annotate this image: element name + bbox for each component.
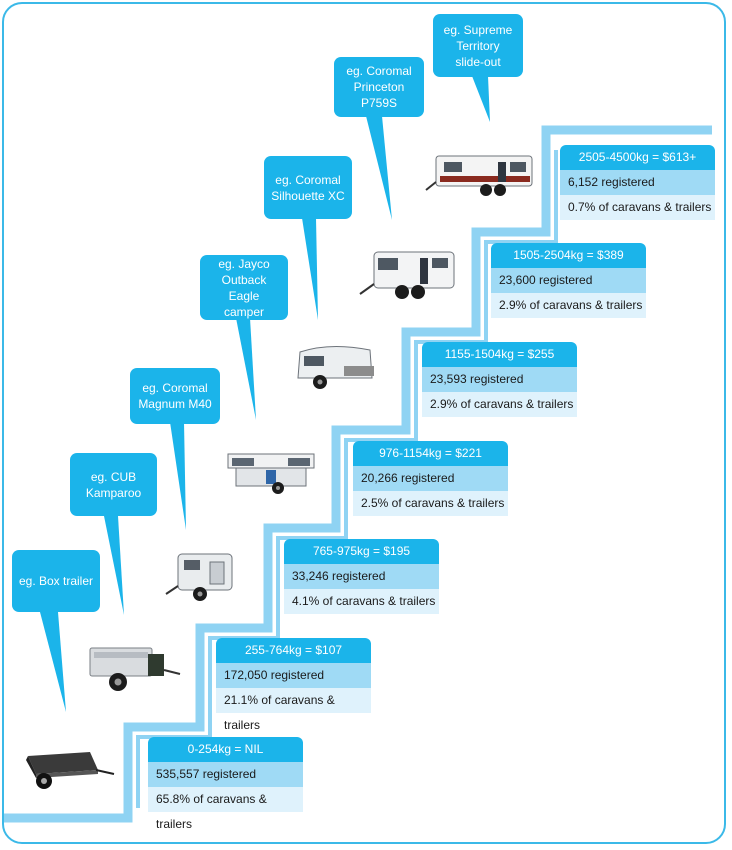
tier-registered: 20,266 registered <box>353 466 508 491</box>
bubble-tail <box>104 516 124 615</box>
bubble-tail <box>302 218 318 320</box>
tier-box-2505-4500kg: 2505-4500kg = $613+ 6,152 registered 0.7… <box>560 145 715 220</box>
tier-header: 1505-2504kg = $389 <box>491 243 646 268</box>
tier-box-976-1154kg: 976-1154kg = $221 20,266 registered 2.5%… <box>353 441 508 516</box>
tier-header: 0-254kg = NIL <box>148 737 303 762</box>
tier-percent: 0.7% of caravans & trailers <box>560 195 715 220</box>
tier-registered: 23,600 registered <box>491 268 646 293</box>
tier-percent: 2.5% of caravans & trailers <box>353 491 508 516</box>
bubble-tail <box>472 76 490 122</box>
popup-camper-icon <box>227 453 315 494</box>
example-label: eg. CUB Kamparoo <box>85 469 142 500</box>
example-bubble-cub-kamparoo: eg. CUB Kamparoo <box>70 453 157 516</box>
example-bubble-coromal-magnum: eg. Coromal Magnum M40 <box>130 368 220 424</box>
tier-box-255-764kg: 255-764kg = $107 172,050 registered 21.1… <box>216 638 371 732</box>
tier-header: 765-975kg = $195 <box>284 539 439 564</box>
bubble-tail <box>40 612 66 712</box>
tier-box-0-254kg: 0-254kg = NIL 535,557 registered 65.8% o… <box>148 737 303 831</box>
tier-box-765-975kg: 765-975kg = $195 33,246 registered 4.1% … <box>284 539 439 614</box>
bubble-tail <box>170 422 186 530</box>
touring-caravan-icon <box>359 251 455 299</box>
tier-header: 2505-4500kg = $613+ <box>560 145 715 170</box>
tier-header: 976-1154kg = $221 <box>353 441 508 466</box>
example-bubble-coromal-silhouette: eg. Coromal Silhouette XC <box>264 156 352 219</box>
tier-percent: 21.1% of caravans & trailers <box>216 688 371 732</box>
tier-registered: 535,557 registered <box>148 762 303 787</box>
tier-percent: 4.1% of caravans & trailers <box>284 589 439 614</box>
tier-header: 255-764kg = $107 <box>216 638 371 663</box>
tier-box-1155-1504kg: 1155-1504kg = $255 23,593 registered 2.9… <box>422 342 577 417</box>
tier-registered: 23,593 registered <box>422 367 577 392</box>
diagram-frame <box>2 2 726 844</box>
camper-trailer-icon <box>89 647 181 691</box>
stair-inner-line <box>136 150 558 808</box>
example-bubble-supreme-territory: eg. Supreme Territory slide-out <box>433 14 523 77</box>
example-label: eg. Coromal Princeton P759S <box>346 64 412 110</box>
bubble-tail <box>236 318 256 420</box>
tier-registered: 6,152 registered <box>560 170 715 195</box>
tier-registered: 33,246 registered <box>284 564 439 589</box>
tier-registered: 172,050 registered <box>216 663 371 688</box>
example-label: eg. Coromal Silhouette XC <box>271 172 345 203</box>
tier-box-1505-2504kg: 1505-2504kg = $389 23,600 registered 2.9… <box>491 243 646 318</box>
bubble-tail <box>366 116 392 220</box>
tier-header: 1155-1504kg = $255 <box>422 342 577 367</box>
small-caravan-icon <box>165 553 233 601</box>
example-label: eg. Box trailer <box>18 574 94 588</box>
example-bubble-coromal-princeton: eg. Coromal Princeton P759S <box>334 57 424 117</box>
box-trailer-icon <box>26 752 115 789</box>
example-label: eg. Coromal Magnum M40 <box>138 381 212 411</box>
large-caravan-icon <box>425 155 533 196</box>
pop-top-camper-icon <box>297 345 374 389</box>
example-bubble-box-trailer: eg. Box trailer <box>12 550 100 612</box>
example-label: eg. Jayco Outback Eagle camper <box>218 256 270 319</box>
stair-outer-line <box>4 125 712 823</box>
example-label: eg. Supreme Territory slide-out <box>443 22 513 69</box>
example-bubble-jayco-outback: eg. Jayco Outback Eagle camper <box>200 255 288 320</box>
tier-percent: 2.9% of caravans & trailers <box>491 293 646 318</box>
tier-percent: 65.8% of caravans & trailers <box>148 787 303 831</box>
tier-percent: 2.9% of caravans & trailers <box>422 392 577 417</box>
